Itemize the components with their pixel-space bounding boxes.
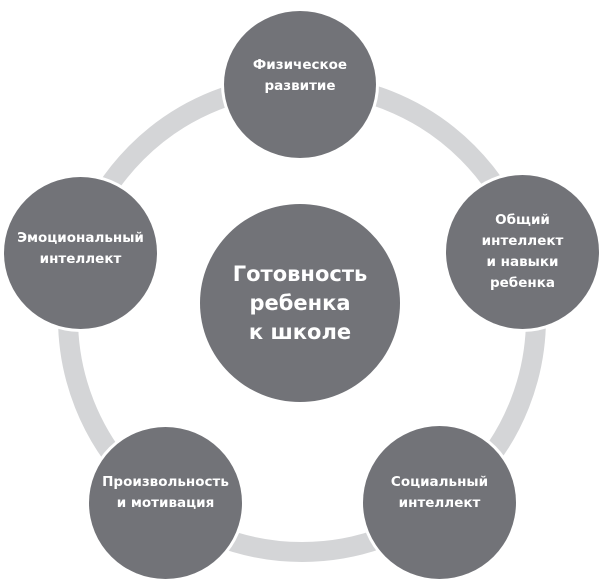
center-label: Готовность ребенка к школе xyxy=(232,261,368,344)
node-label: Социальный интеллект xyxy=(390,473,489,511)
node-social: Социальный интеллект xyxy=(363,426,516,579)
node-motivation: Произвольность и мотивация xyxy=(89,427,242,579)
node-emotional: Эмоциональный интеллект xyxy=(4,177,157,329)
node-general-intellect: Общий интеллект и навыки ребенка xyxy=(446,175,599,329)
node-label: Общий интеллект и навыки ребенка xyxy=(481,212,564,291)
center-node: Готовность ребенка к школе xyxy=(200,204,400,402)
node-label: Физическое развитие xyxy=(252,56,348,94)
node-label: Эмоциональный интеллект xyxy=(17,230,144,267)
node-label: Произвольность и мотивация xyxy=(102,474,229,511)
node-physical: Физическое развитие xyxy=(224,11,376,158)
